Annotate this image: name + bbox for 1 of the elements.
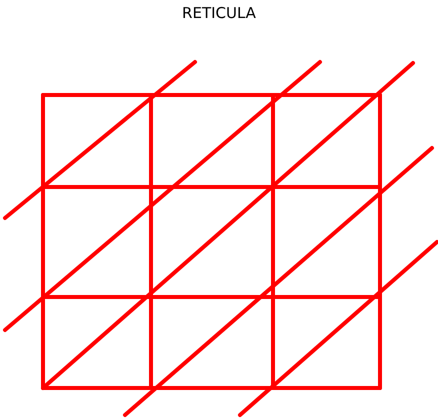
title: RETICULA — [181, 4, 257, 22]
